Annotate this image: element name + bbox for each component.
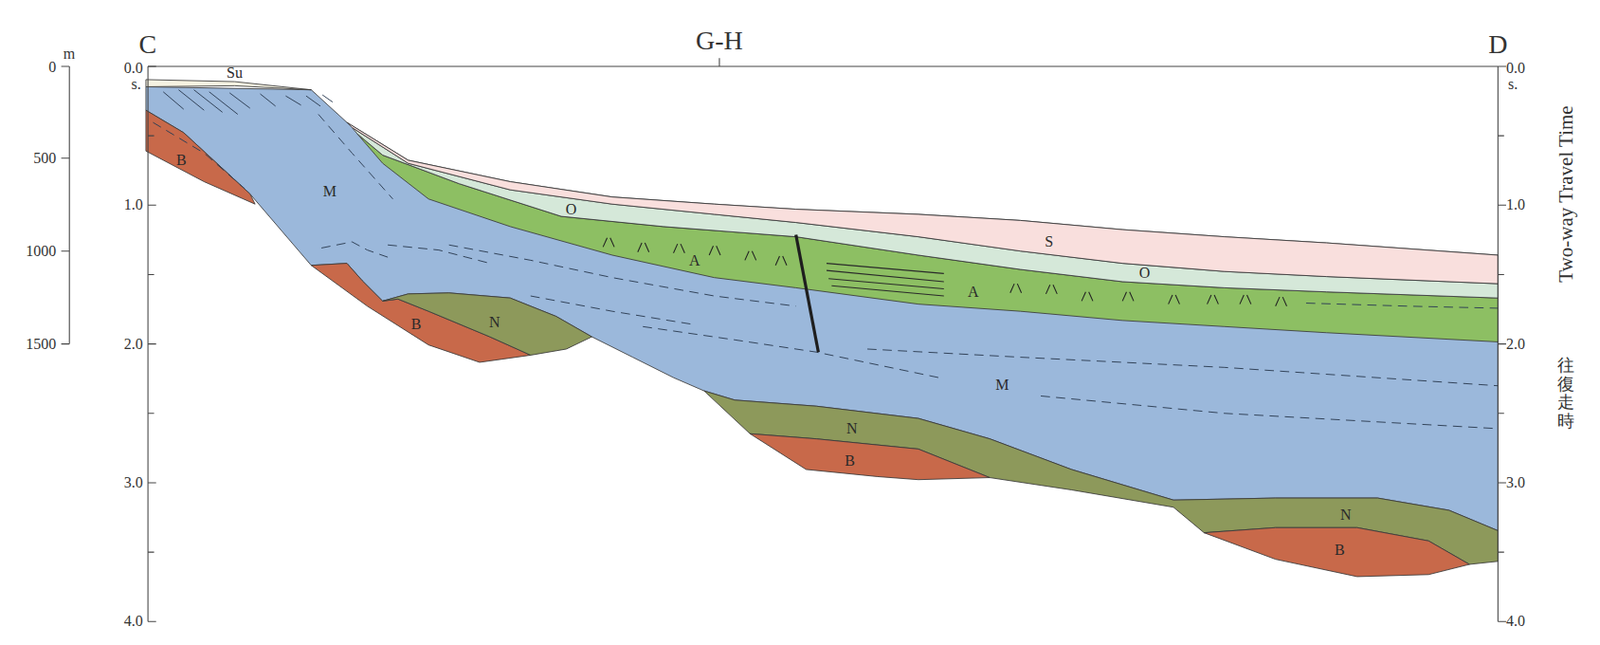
depth-number: 500 [33,150,56,166]
chevron [709,245,721,255]
chevron [602,237,615,248]
layer-b [749,433,990,479]
reflector [321,241,388,257]
axis-number: 2.0 [1506,336,1526,352]
axis-unit: s. [1508,76,1518,92]
reflector [318,114,394,200]
axis-number: 0.0 [124,60,144,76]
layer-n [382,292,593,356]
right-ticks [1497,66,1507,621]
reflector-lines [152,114,1498,429]
reflector [642,326,939,378]
end-label: D [1488,31,1508,58]
axis-number: 4.0 [1506,613,1526,629]
reflector [1306,303,1498,309]
reflector [1040,395,1498,428]
layer-label: N [846,420,858,437]
reflector [449,244,797,307]
axis-number: 1.0 [1506,197,1526,213]
layer-label: Su [226,65,243,81]
top-axis [147,65,1498,67]
depth-number: 1500 [25,336,56,352]
layer-label: O [1139,265,1151,281]
layer-su [145,79,311,91]
layer-label: B [844,453,855,469]
chevron [1239,294,1252,305]
chevron [775,255,787,266]
hatch [178,90,204,111]
chevron-symbols [602,237,1287,307]
layer-m [145,86,1498,530]
reflector [530,295,694,325]
hatch [322,94,333,103]
layer-label: N [1340,507,1352,523]
reflector [867,348,1498,386]
axis-number: 3.0 [124,474,144,491]
chevron [1010,283,1022,293]
hatch [194,90,223,113]
layer-label: A [689,253,701,269]
axis-number: 0.0 [1506,60,1526,76]
section-label: G-H [695,27,744,55]
layers [145,79,1498,577]
depth-number: 1000 [25,243,56,259]
end-label: C [139,31,158,58]
layer-label: M [995,377,1009,393]
chevron [1168,294,1181,305]
axis-number: 3.0 [1506,474,1526,491]
layer-label: B [411,316,422,332]
layer-label: S [1044,234,1054,250]
axes [61,57,1507,621]
hatch [306,95,321,107]
layer-label: O [565,201,578,218]
chevron [1275,296,1288,307]
chevron [1081,291,1093,302]
layer-s [346,122,1498,284]
layer-label: M [323,183,337,200]
axis-title: Two-way Travel Time [1556,105,1577,282]
depth-unit: m [63,46,75,62]
layer-b [145,109,255,204]
chevron [1207,294,1219,305]
layer-label: B [1334,542,1346,558]
axis-number: 1.0 [124,197,144,213]
bedding [831,285,944,296]
axis-number: 2.0 [124,336,144,352]
axis-unit: s. [131,76,142,92]
layer-b [1203,527,1470,577]
hatch [285,95,301,106]
depth-number: 0 [48,59,56,75]
reflector [387,244,491,263]
hatch [260,93,276,107]
depth-scale [69,66,71,345]
chevron [673,243,686,254]
reflector [152,122,245,189]
axis-number: 4.0 [124,613,144,629]
hatch [229,92,251,109]
chevron [1122,291,1134,302]
left-ticks [147,66,157,621]
layer-label: A [967,284,980,300]
fault-line [796,234,819,352]
layer-label: B [176,152,187,168]
chevron [745,251,757,261]
depth-ticks [61,66,71,345]
hatch [163,91,184,110]
chevron [637,242,650,253]
chevron [1045,284,1057,294]
clinoform-hatches [163,90,333,115]
a-internal-lines [826,263,945,296]
axis-title: 往復走時 [1557,355,1575,431]
layer-label: N [489,314,501,330]
section-tick [718,57,720,67]
